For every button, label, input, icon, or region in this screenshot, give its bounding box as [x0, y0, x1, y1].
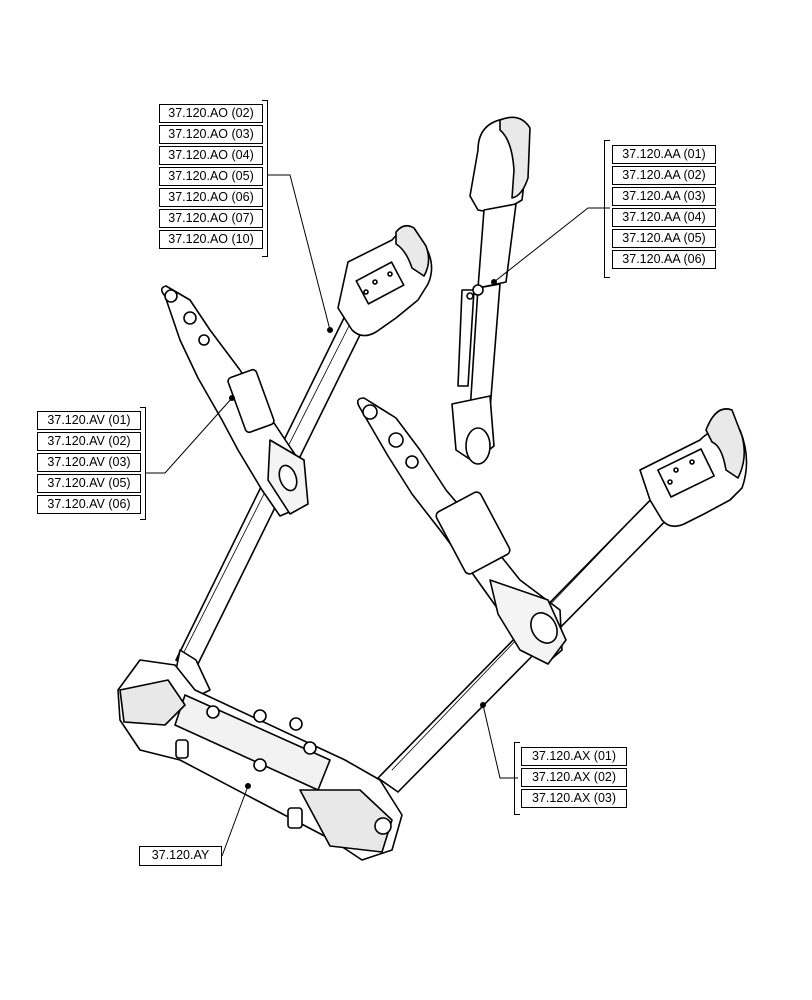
- leader-ao: [268, 174, 331, 331]
- cross-frame: [117, 659, 403, 861]
- callout-group-av: 37.120.AV (01) 37.120.AV (02) 37.120.AV …: [34, 407, 148, 520]
- callout-group-ax: 37.120.AX (01) 37.120.AX (02) 37.120.AX …: [514, 742, 634, 815]
- callout-label[interactable]: 37.120.AA (01): [612, 145, 716, 164]
- bracket: [514, 742, 520, 815]
- callout-label[interactable]: 37.120.AA (03): [612, 187, 716, 206]
- leader-aa: [493, 207, 610, 283]
- leader-ax: [482, 704, 518, 779]
- callout-group-aa: 37.120.AA (01) 37.120.AA (02) 37.120.AA …: [604, 140, 724, 278]
- callout-label[interactable]: 37.120.AO (03): [159, 125, 263, 144]
- leader-av: [146, 397, 233, 474]
- bracket: [140, 407, 146, 520]
- right-stabilizer: [356, 397, 567, 665]
- callout-label[interactable]: 37.120.AA (02): [612, 166, 716, 185]
- bracket: [604, 140, 610, 278]
- callout-label[interactable]: 37.120.AA (05): [612, 229, 716, 248]
- leader-ay: [221, 785, 249, 857]
- bracket: [262, 100, 268, 257]
- left-stabilizer: [160, 285, 309, 517]
- top-link: [451, 116, 531, 465]
- right-lower-link: [377, 408, 748, 793]
- callout-label[interactable]: 37.120.AO (05): [159, 167, 263, 186]
- callout-label[interactable]: 37.120.AX (02): [521, 768, 627, 787]
- callout-label[interactable]: 37.120.AA (06): [612, 250, 716, 269]
- callout-label[interactable]: 37.120.AA (04): [612, 208, 716, 227]
- callout-label[interactable]: 37.120.AO (10): [159, 230, 263, 249]
- callout-group-ao: 37.120.AO (02) 37.120.AO (03) 37.120.AO …: [156, 100, 268, 257]
- callout-label[interactable]: 37.120.AV (03): [37, 453, 141, 472]
- callout-label[interactable]: 37.120.AO (06): [159, 188, 263, 207]
- callout-label[interactable]: 37.120.AV (01): [37, 411, 141, 430]
- callout-label[interactable]: 37.120.AX (03): [521, 789, 627, 808]
- callout-label[interactable]: 37.120.AV (06): [37, 495, 141, 514]
- callout-label[interactable]: 37.120.AO (04): [159, 146, 263, 165]
- callout-label[interactable]: 37.120.AO (07): [159, 209, 263, 228]
- callout-label-ay[interactable]: 37.120.AY: [139, 846, 222, 866]
- callout-label[interactable]: 37.120.AO (02): [159, 104, 263, 123]
- callout-label[interactable]: 37.120.AV (05): [37, 474, 141, 493]
- callout-label[interactable]: 37.120.AX (01): [521, 747, 627, 766]
- callout-label[interactable]: 37.120.AV (02): [37, 432, 141, 451]
